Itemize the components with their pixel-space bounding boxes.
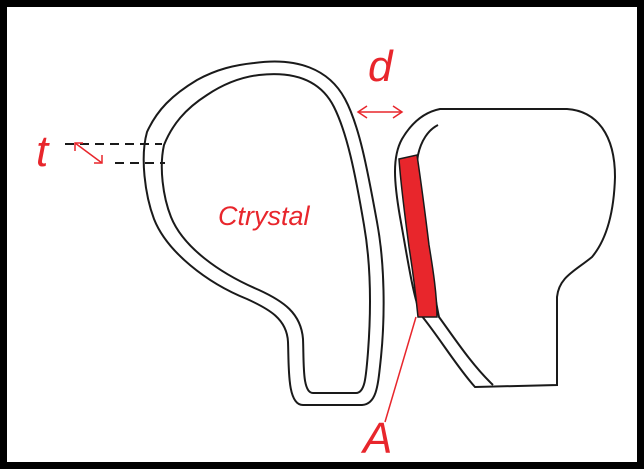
contact-area-A xyxy=(399,155,437,317)
t-arrow xyxy=(75,143,102,163)
d-arrow xyxy=(358,106,402,118)
diagram-canvas xyxy=(7,7,644,476)
label-crystal: Ctrystal xyxy=(218,203,310,230)
label-t: t xyxy=(36,130,48,174)
left-crystal-inner-outline xyxy=(162,74,370,393)
leader-line-A xyxy=(385,317,416,422)
label-A: A xyxy=(363,417,392,461)
label-d: d xyxy=(368,45,392,89)
